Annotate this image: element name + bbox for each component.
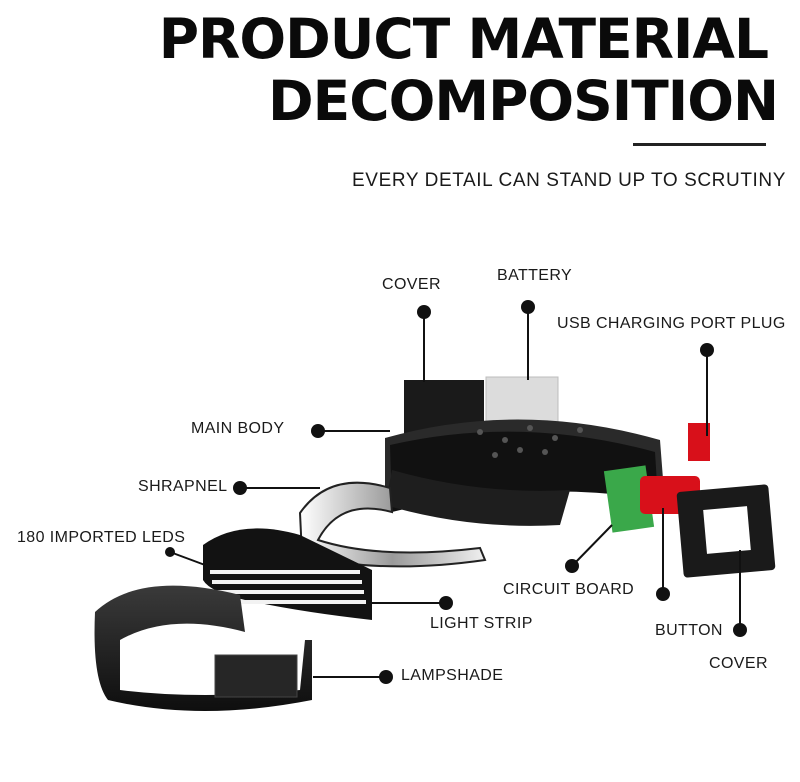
dot-leds — [165, 547, 175, 557]
dot-main-body — [311, 424, 325, 438]
label-button: BUTTON — [655, 622, 723, 639]
label-battery: BATTERY — [497, 267, 573, 284]
label-main-body: MAIN BODY — [191, 420, 285, 437]
dot-circuit-board — [565, 559, 579, 573]
label-circuit-board: CIRCUIT BOARD — [503, 581, 635, 598]
usb-plug-part — [688, 423, 710, 461]
title-underline — [633, 143, 766, 146]
dot-cover-bottom — [733, 623, 747, 637]
dot-cover-top — [417, 305, 431, 319]
label-light-strip: LIGHT STRIP — [430, 615, 533, 632]
lampshade-part — [94, 585, 313, 711]
main-body-part — [385, 419, 665, 526]
dot-usb-plug — [700, 343, 714, 357]
label-cover-bottom: COVER — [709, 655, 768, 672]
label-leds: 180 IMPORTED LEDS — [17, 529, 186, 546]
cover-bottom-part — [676, 484, 776, 578]
label-shrapnel: SHRAPNEL — [138, 478, 228, 495]
subtitle: EVERY DETAIL CAN STAND UP TO SCRUTINY — [352, 170, 786, 191]
dot-lampshade — [379, 670, 393, 684]
title-line-1: PRODUCT MATERIAL — [158, 7, 769, 71]
dot-shrapnel — [233, 481, 247, 495]
dot-button — [656, 587, 670, 601]
shrapnel-part — [298, 481, 487, 568]
label-cover-top: COVER — [382, 276, 441, 293]
light-strip-part — [203, 528, 372, 620]
label-usb-plug: USB CHARGING PORT PLUG — [557, 315, 786, 332]
label-lampshade: LAMPSHADE — [401, 667, 504, 684]
dot-light-strip — [439, 596, 453, 610]
battery-part — [485, 376, 559, 428]
title-line-2: DECOMPOSITION — [268, 69, 779, 133]
dot-battery — [521, 300, 535, 314]
